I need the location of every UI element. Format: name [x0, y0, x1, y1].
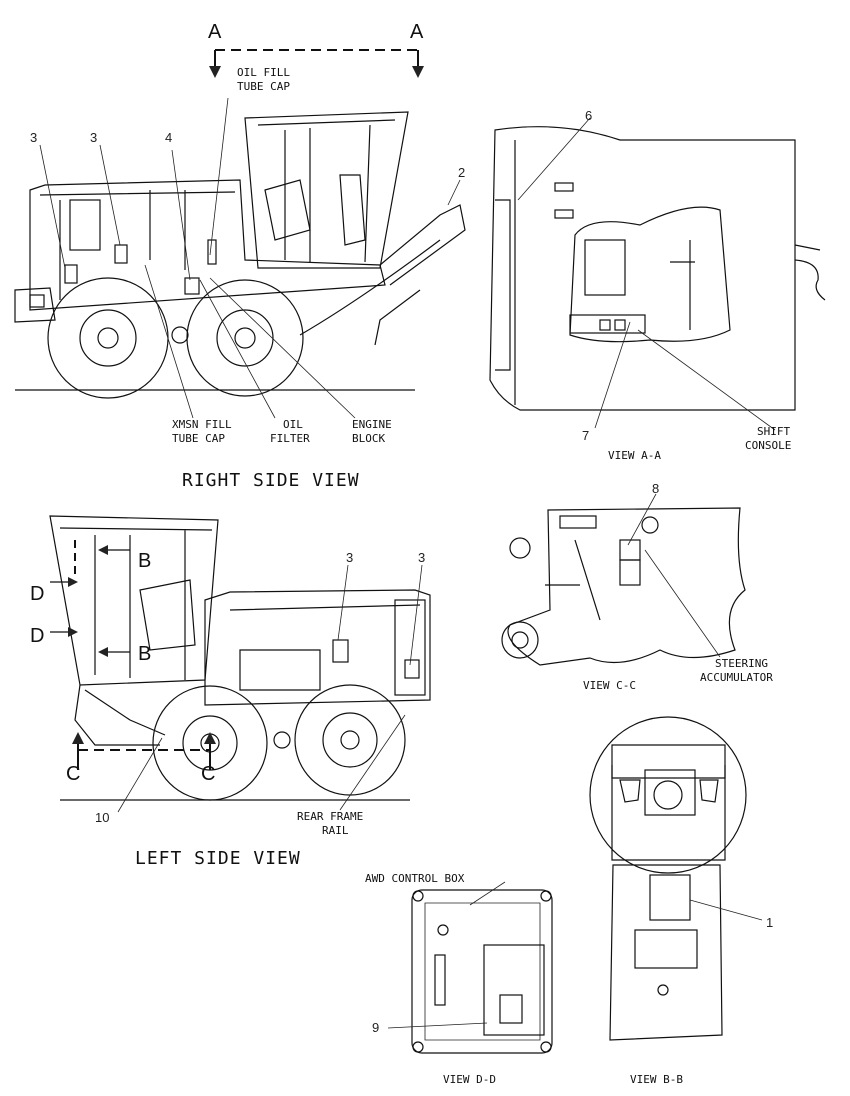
title-left-side-view: LEFT SIDE VIEW	[135, 848, 301, 869]
callout-9: 9	[372, 1020, 379, 1035]
title-view-aa: VIEW A-A	[608, 449, 661, 462]
callout-2: 2	[458, 165, 465, 180]
label-oil-filter-line1: OIL	[283, 418, 303, 431]
label-xmsn-line2: TUBE CAP	[172, 432, 225, 445]
label-rear-frame-line1: REAR FRAME	[297, 810, 363, 823]
view-bb-drawing	[589, 716, 763, 1041]
label-oil-fill-line2: TUBE CAP	[237, 80, 290, 93]
section-c-left: C	[66, 763, 80, 785]
label-rear-frame-line2: RAIL	[322, 824, 349, 837]
view-dd-drawing	[387, 881, 553, 1054]
callout-10: 10	[95, 810, 109, 825]
callout-3-left-a: 3	[346, 550, 353, 565]
title-right-side-view: RIGHT SIDE VIEW	[182, 470, 360, 491]
label-oil-filter-line2: FILTER	[270, 432, 310, 445]
callout-3-side: 3	[90, 130, 97, 145]
label-engine-line1: ENGINE	[352, 418, 392, 431]
title-view-dd: VIEW D-D	[443, 1073, 496, 1086]
callout-1: 1	[766, 915, 773, 930]
section-b-lower: B	[138, 643, 151, 665]
callout-8: 8	[652, 481, 659, 496]
label-steering-line1: STEERING	[715, 657, 768, 670]
label-xmsn-line1: XMSN FILL	[172, 418, 232, 431]
callout-3-rear: 3	[30, 130, 37, 145]
label-shift-line2: CONSOLE	[745, 439, 791, 452]
callout-7: 7	[582, 428, 589, 443]
callout-3-left-b: 3	[418, 550, 425, 565]
section-d-lower: D	[30, 625, 44, 647]
view-cc-drawing	[501, 493, 746, 666]
title-view-cc: VIEW C-C	[583, 679, 636, 692]
label-steering-line2: ACCUMULATOR	[700, 671, 773, 684]
label-oil-fill-line1: OIL FILL	[237, 66, 290, 79]
label-engine-line2: BLOCK	[352, 432, 385, 445]
callout-4: 4	[165, 130, 172, 145]
callout-6: 6	[585, 108, 592, 123]
label-shift-line1: SHIFT	[757, 425, 790, 438]
section-c-right: C	[201, 763, 215, 785]
section-b-upper: B	[138, 550, 151, 572]
right-side-view-drawing	[14, 49, 466, 419]
title-view-bb: VIEW B-B	[630, 1073, 683, 1086]
section-d-upper: D	[30, 583, 44, 605]
section-a-left: A	[208, 21, 222, 43]
left-side-view-drawing	[49, 515, 431, 813]
view-aa-drawing	[489, 117, 826, 431]
section-a-right: A	[410, 21, 424, 43]
label-awd-control-box: AWD CONTROL BOX	[365, 872, 465, 885]
